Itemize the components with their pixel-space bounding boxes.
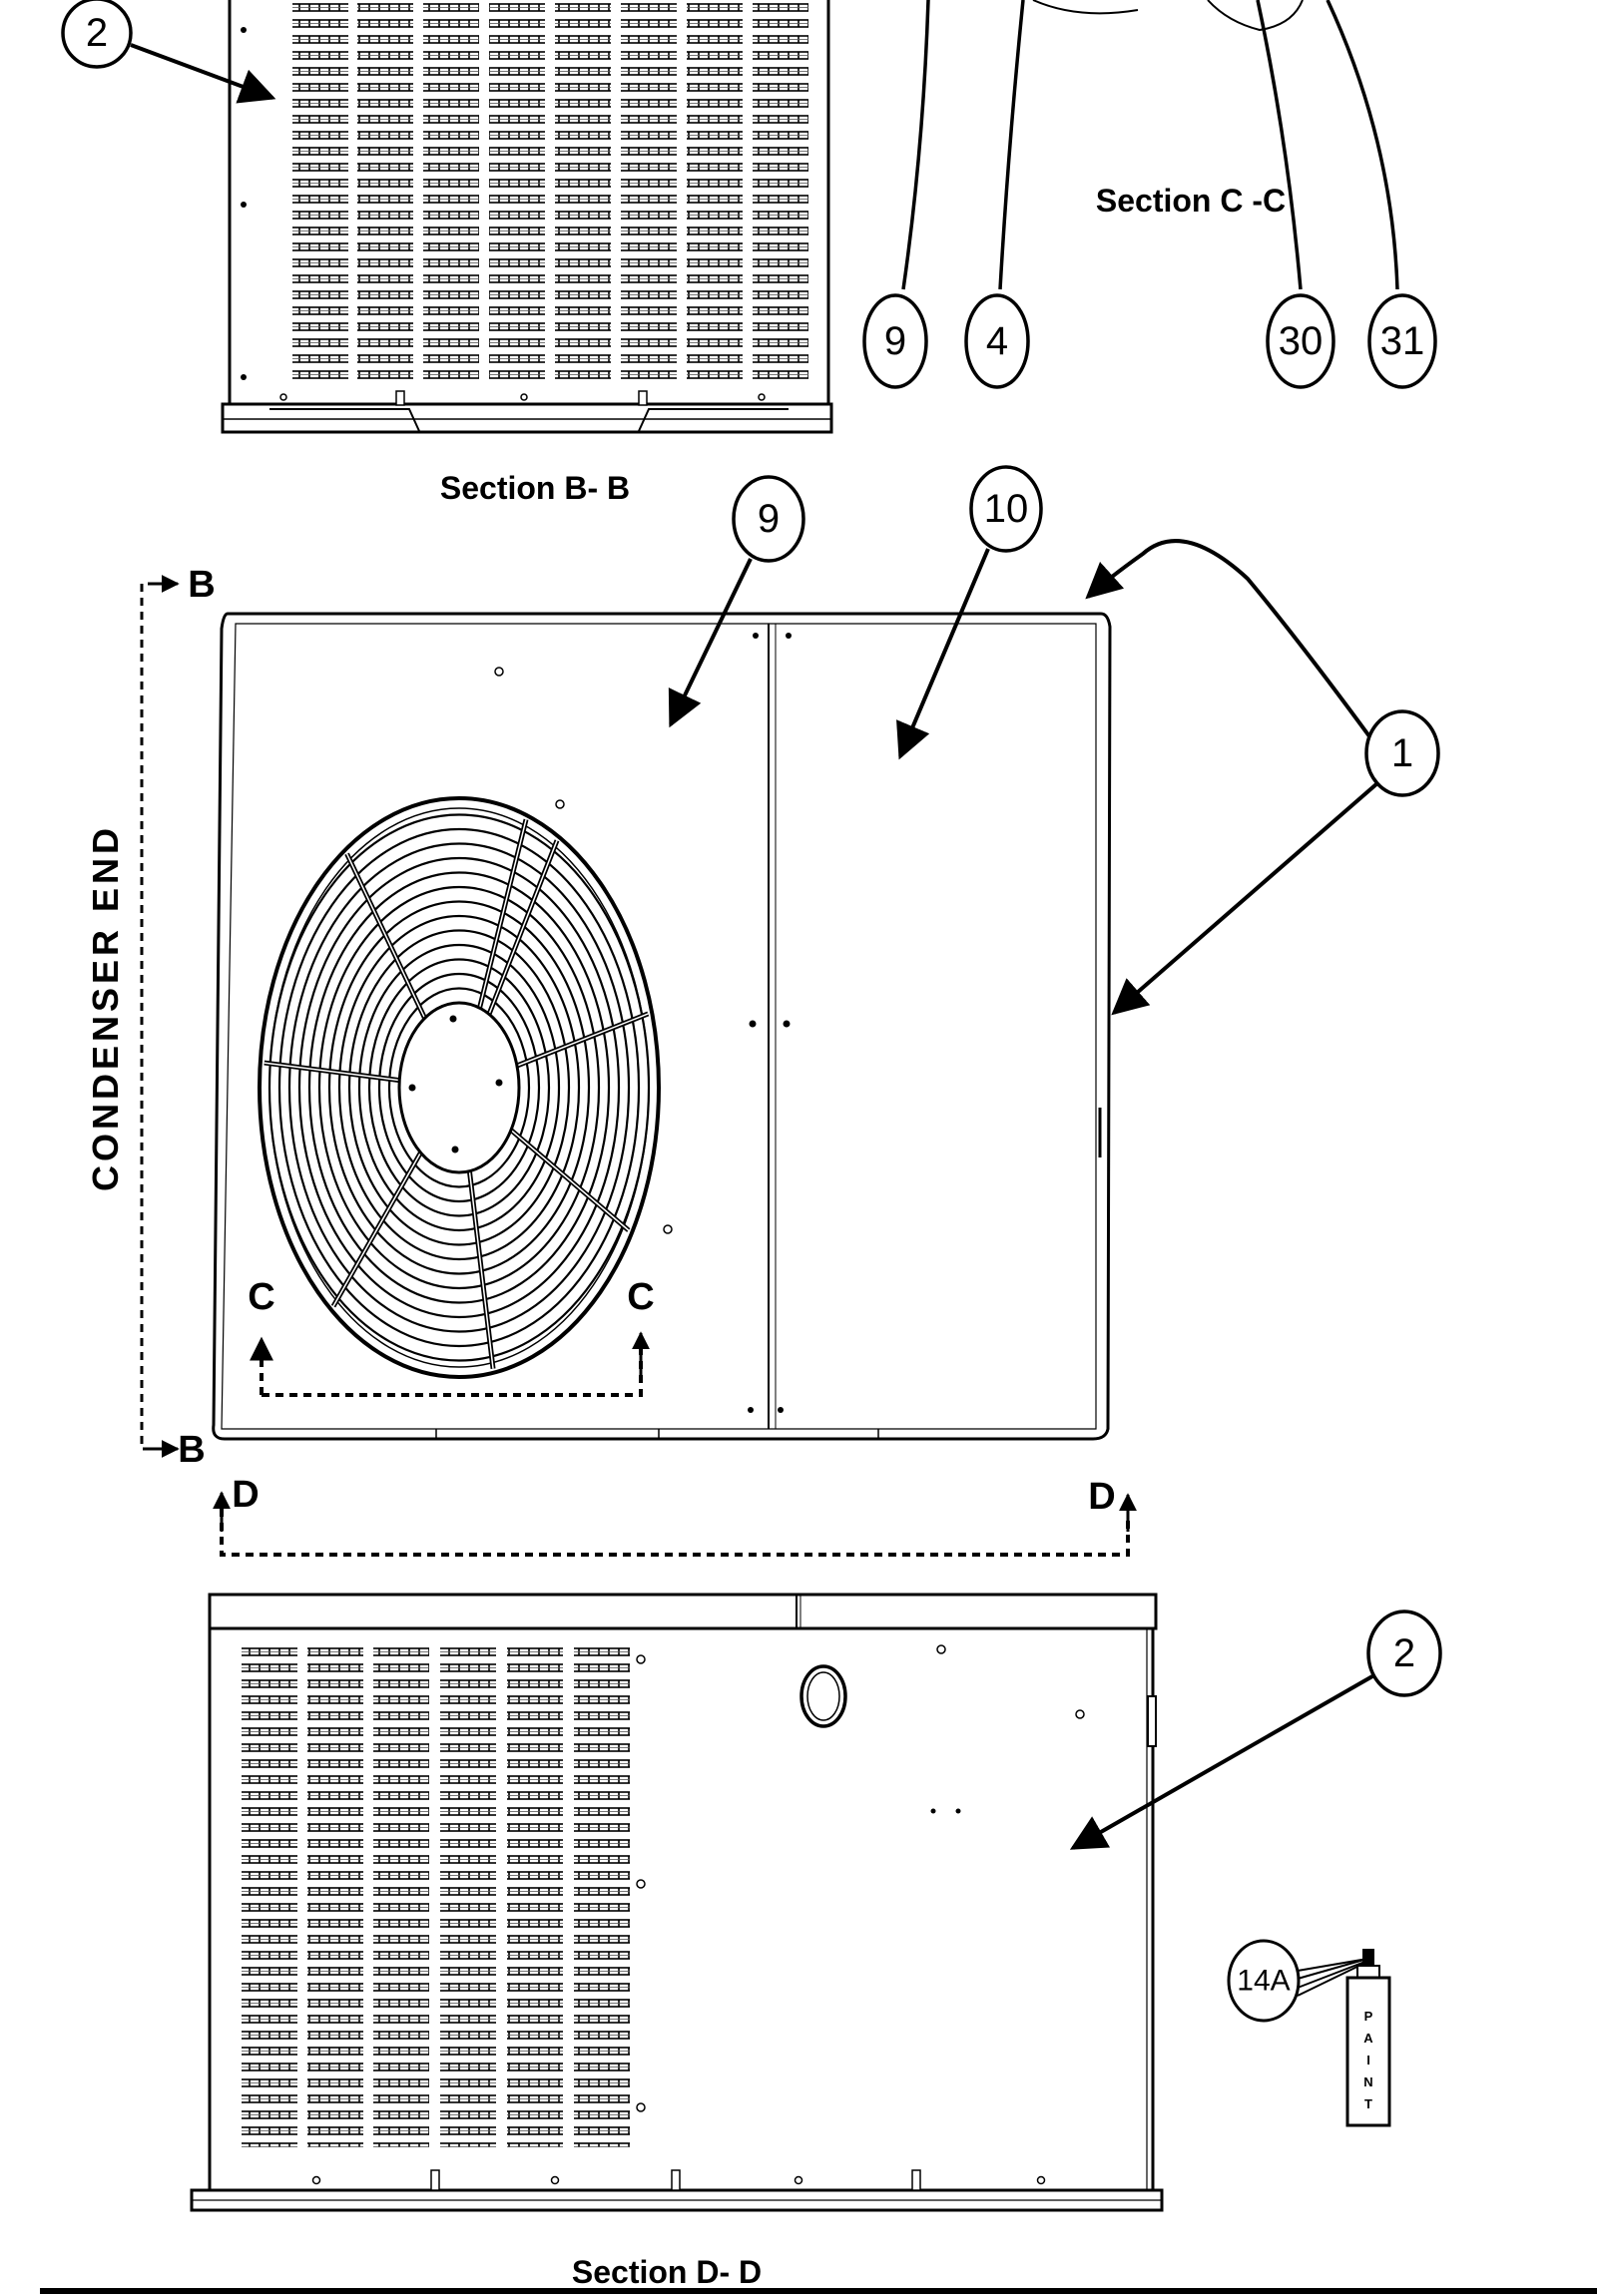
callout-2-bottom-number: 2	[1393, 1631, 1415, 1675]
section-d-louver-column	[373, 1644, 429, 2147]
callout-4-number: 4	[986, 319, 1008, 363]
section-d-louver-column	[507, 1644, 563, 2147]
fan-guard-rings	[267, 813, 651, 1362]
section-c-view	[901, 0, 1399, 290]
callout-1: 1	[1085, 539, 1440, 1016]
callout-30-number: 30	[1279, 319, 1324, 363]
fan-guard-ring	[347, 929, 571, 1246]
marker-b-bottom: B	[178, 1429, 205, 1471]
marker-b-top: B	[188, 564, 215, 606]
section-b-louver-column	[357, 0, 413, 384]
marker-c-left: C	[248, 1276, 274, 1318]
fan-guard-spokes	[264, 818, 650, 1369]
section-b-louver-column	[489, 0, 545, 384]
paint-letter-1: P	[1364, 2009, 1373, 2024]
fan-guard-ring	[337, 914, 581, 1261]
section-b-label: Section B- B	[440, 470, 630, 506]
callout-2-top-number: 2	[86, 11, 108, 55]
callout-1-number: 1	[1391, 731, 1413, 775]
section-b-louver-column	[555, 0, 611, 384]
paint-letter-5: T	[1364, 2096, 1372, 2111]
fan-guard-ring	[357, 943, 561, 1232]
fan-guard-ring	[307, 871, 611, 1304]
section-b-louvers	[292, 0, 808, 384]
section-d-cut-line	[213, 1491, 1137, 1557]
section-d-unit	[190, 1593, 1164, 2212]
section-b-louver-column	[621, 0, 677, 384]
callout-2-top: 2	[61, 0, 276, 104]
fan-guard-spoke-highlight	[478, 819, 527, 1009]
paint-letter-4: N	[1363, 2074, 1372, 2089]
fan-guard-spoke-highlight	[264, 1062, 400, 1082]
section-d-louver-column	[307, 1644, 363, 2147]
callout-2-bottom: 2	[1069, 1609, 1442, 1850]
callout-9-mid: 9	[668, 475, 805, 728]
fan-guard-ring	[297, 856, 621, 1319]
section-b-louver-column	[423, 0, 479, 384]
fan-guard-spoke-highlight	[332, 1151, 422, 1307]
callout-31: 31	[1367, 293, 1437, 389]
section-b-unit	[221, 0, 833, 434]
callout-9-mid-number: 9	[758, 497, 780, 541]
section-d-louvers	[242, 1644, 630, 2147]
section-b-louver-column	[753, 0, 808, 384]
fan-guard-spoke-highlight	[488, 840, 558, 1015]
callout-31-number: 31	[1380, 319, 1425, 363]
fan-guard-ring	[267, 813, 651, 1362]
fan-guard-ring	[377, 972, 541, 1203]
callout-14a-number: 14A	[1237, 1965, 1290, 1998]
paint-letter-2: A	[1363, 2031, 1373, 2046]
section-b-cut-line	[140, 575, 180, 1458]
condenser-fan-guard	[258, 796, 661, 1379]
paint-can-icon: 14A P A I N T	[1227, 1939, 1391, 2127]
callout-30: 30	[1266, 293, 1335, 389]
marker-d-right: D	[1088, 1476, 1115, 1518]
callout-10-number: 10	[984, 487, 1029, 531]
fan-guard-spoke-highlight	[516, 1013, 649, 1067]
section-d-louver-column	[574, 1644, 630, 2147]
condenser-end-label: CONDENSER END	[85, 824, 126, 1191]
fan-guard-spoke-highlight	[345, 853, 426, 1019]
callout-9-top: 9	[862, 293, 928, 389]
marker-c-right: C	[627, 1276, 654, 1318]
section-c-label: Section C -C	[1096, 183, 1286, 219]
section-b-louver-column	[687, 0, 743, 384]
fan-guard-spoke-highlight	[510, 1129, 630, 1231]
section-b-louver-column	[292, 0, 348, 384]
fan-guard-ring	[387, 987, 531, 1188]
section-c-cut-line	[250, 1331, 650, 1397]
section-d-louver-column	[242, 1644, 297, 2147]
callout-4: 4	[964, 293, 1030, 389]
callout-9-top-number: 9	[884, 319, 906, 363]
marker-d-left: D	[232, 1474, 259, 1516]
fan-guard-ring	[327, 900, 591, 1275]
callout-10: 10	[896, 465, 1043, 760]
fan-guard-ring	[287, 842, 631, 1333]
fan-guard-ring	[277, 827, 641, 1348]
fan-guard-spoke-highlight	[468, 1170, 494, 1369]
section-d-louver-column	[440, 1644, 496, 2147]
paint-letter-3: I	[1366, 2053, 1370, 2067]
fan-guard-ring	[367, 958, 551, 1217]
section-d-label: Section D- D	[572, 2254, 762, 2290]
fan-guard-ring	[317, 885, 601, 1290]
